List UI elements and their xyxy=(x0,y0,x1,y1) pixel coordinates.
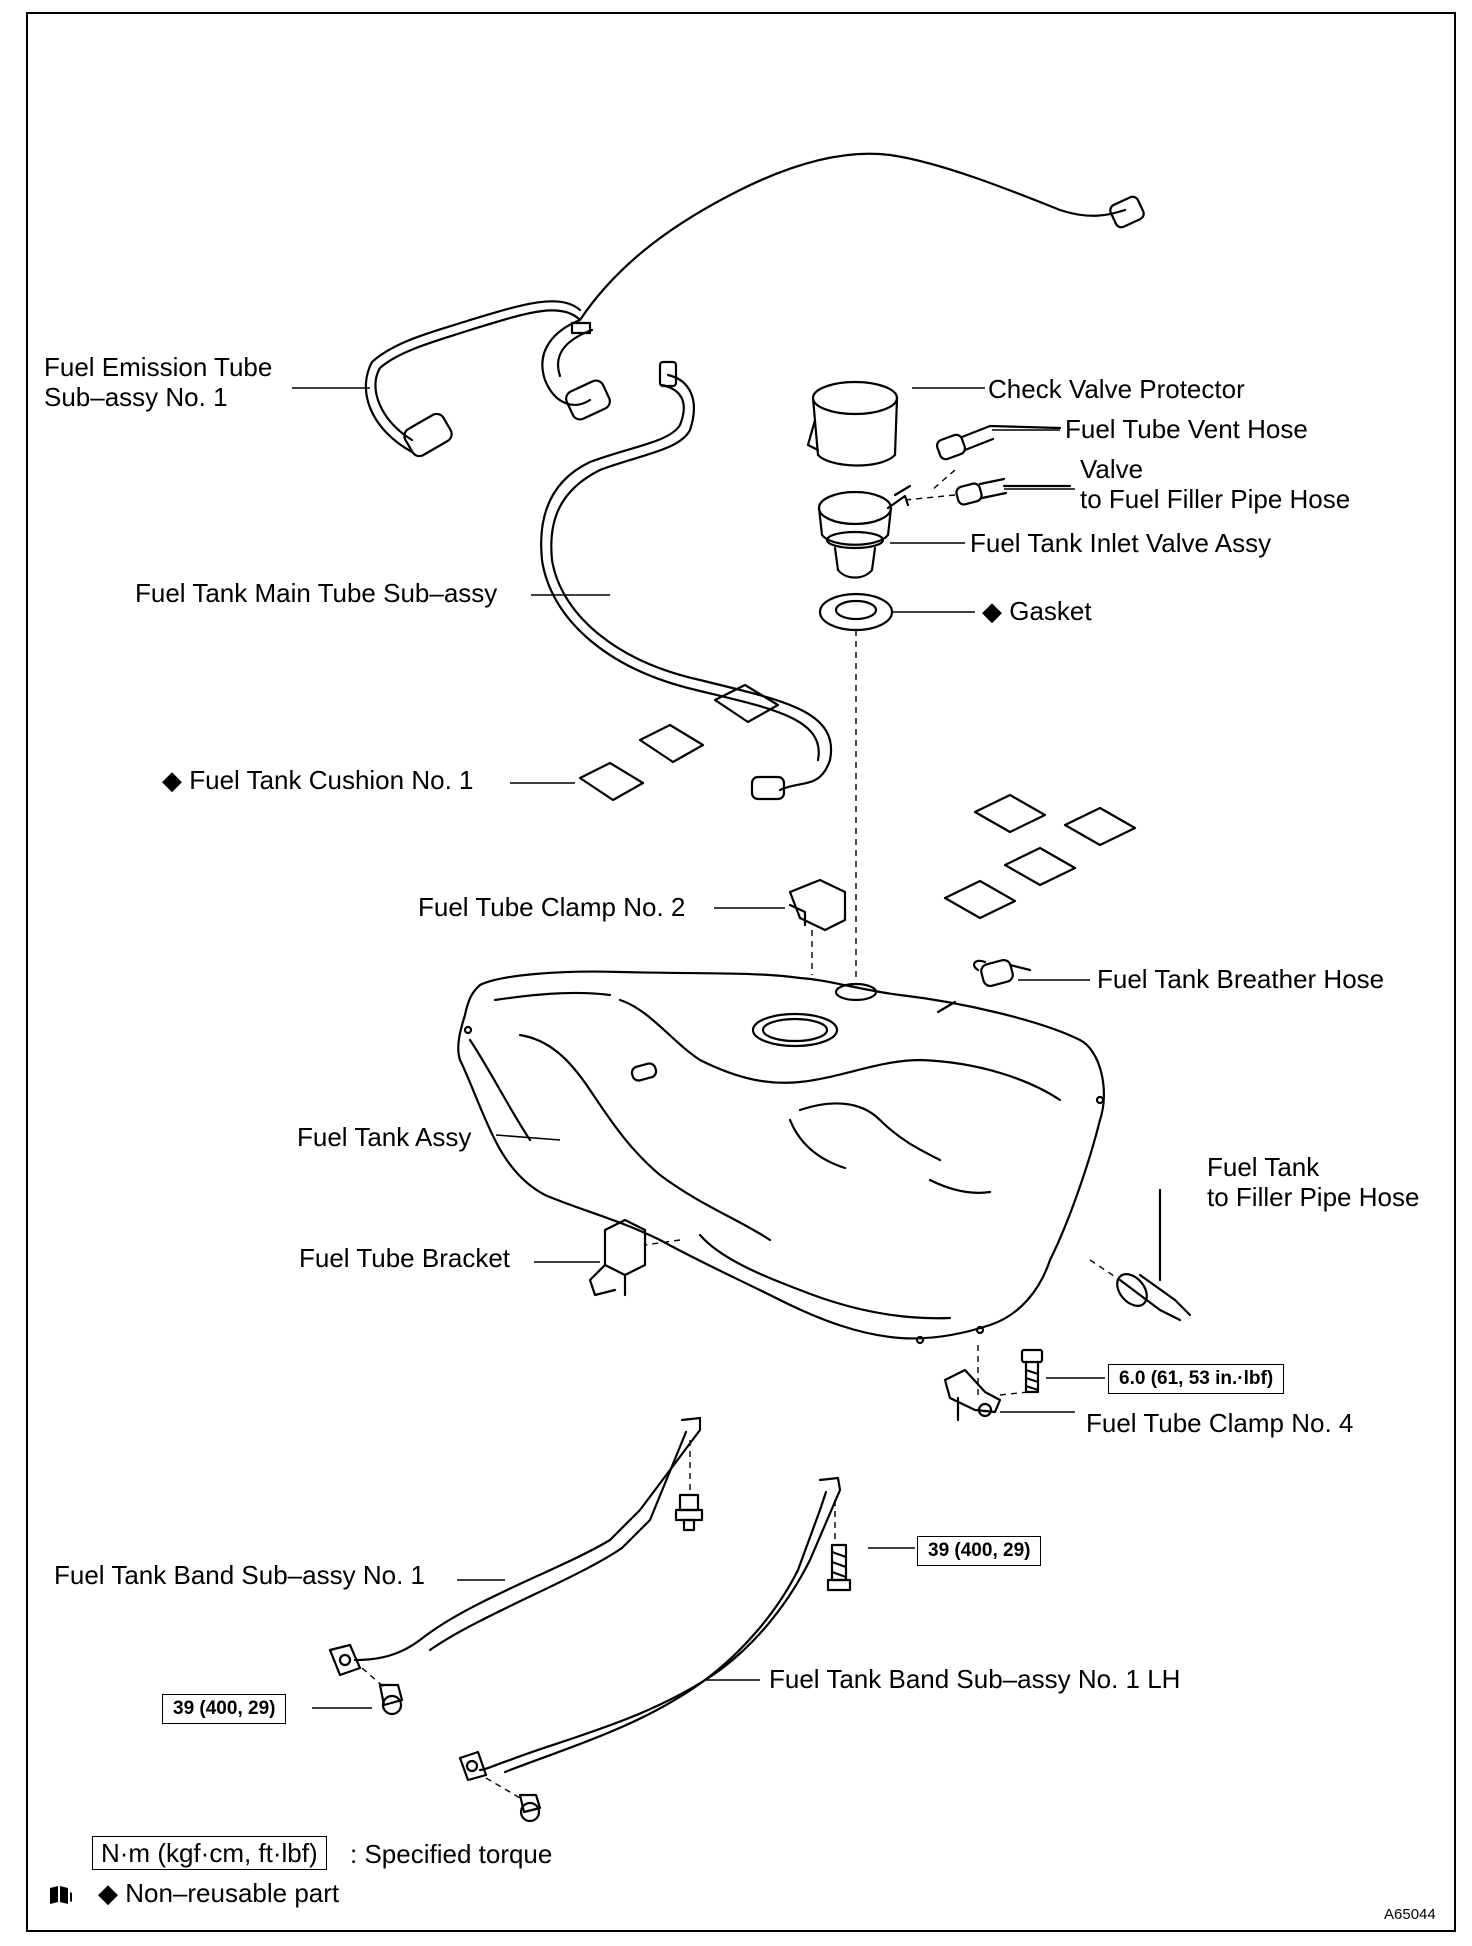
filler-hose-label-line2: to Filler Pipe Hose xyxy=(1207,1182,1420,1212)
fuel-emission-tube-drawing xyxy=(364,152,1145,458)
non-reusable-diamond-icon: ◆ xyxy=(162,765,182,795)
fuel-tank-cushions-left-drawing xyxy=(578,683,780,802)
fuel-tube-bracket-drawing xyxy=(588,1218,647,1297)
valve-to-filler-pipe-hose-label: Valve to Fuel Filler Pipe Hose xyxy=(1080,454,1350,514)
manual-book-icon xyxy=(50,1886,72,1904)
non-reusable-diamond-icon: ◆ xyxy=(982,596,1002,626)
fuel-emission-tube-label-line2: Sub–assy No. 1 xyxy=(44,382,228,412)
torque-band-bolt-right: 39 (400, 29) xyxy=(917,1536,1042,1566)
fuel-tank-main-tube-label: Fuel Tank Main Tube Sub–assy xyxy=(135,578,498,608)
legend-torque-unit: N·m (kgf·cm, ft·lbf) xyxy=(92,1836,327,1870)
legend-nonreusable-text: Non–reusable part xyxy=(125,1878,340,1908)
gasket-label: ◆ Gasket xyxy=(982,596,1092,626)
fuel-tank-main-tube-drawing xyxy=(540,360,833,801)
figure-id: A65044 xyxy=(1384,1906,1436,1923)
fuel-tank-cushion-label-text: Fuel Tank Cushion No. 1 xyxy=(189,765,474,795)
check-valve-protector-drawing xyxy=(806,380,899,467)
fuel-tank-to-filler-pipe-hose-label: Fuel Tank to Filler Pipe Hose xyxy=(1207,1152,1419,1212)
check-valve-protector-label: Check Valve Protector xyxy=(988,374,1245,404)
fuel-tank-inlet-valve-drawing xyxy=(817,484,912,579)
gasket-label-text: Gasket xyxy=(1009,596,1092,626)
fuel-tube-clamp-2-label: Fuel Tube Clamp No. 2 xyxy=(418,892,686,922)
fuel-tank-cushions-right-drawing xyxy=(943,793,1137,920)
fuel-tank-breather-hose-drawing xyxy=(972,958,1032,988)
valve-to-filler-pipe-hose-drawing xyxy=(955,477,1072,506)
valve-label-line2: to Fuel Filler Pipe Hose xyxy=(1080,484,1351,514)
fuel-emission-tube-label: Fuel Emission Tube Sub–assy No. 1 xyxy=(44,352,272,412)
fuel-emission-tube-label-line1: Fuel Emission Tube xyxy=(44,352,273,382)
fuel-tank-band-1-label: Fuel Tank Band Sub–assy No. 1 xyxy=(54,1560,425,1590)
fuel-tank-band-1-lh-label: Fuel Tank Band Sub–assy No. 1 LH xyxy=(769,1664,1181,1694)
fuel-tank-inlet-valve-label: Fuel Tank Inlet Valve Assy xyxy=(970,528,1272,558)
gasket-drawing xyxy=(818,592,894,632)
fuel-tank-band-1-lh-drawing xyxy=(458,1476,842,1782)
fuel-tube-bracket-label: Fuel Tube Bracket xyxy=(299,1243,510,1273)
fuel-tank-assy-drawing xyxy=(457,970,1105,1345)
fuel-tube-clamp-2-drawing xyxy=(788,878,847,932)
legend-nonreusable: ◆ Non–reusable part xyxy=(98,1878,339,1908)
fuel-tank-assy-label: Fuel Tank Assy xyxy=(297,1122,472,1152)
fuel-tank-breather-hose-label: Fuel Tank Breather Hose xyxy=(1097,964,1385,994)
fuel-tank-cushion-label: ◆ Fuel Tank Cushion No. 1 xyxy=(162,765,473,795)
legend-torque-text: : Specified torque xyxy=(350,1839,553,1869)
diagram-frame xyxy=(26,12,1456,1932)
non-reusable-diamond-icon: ◆ xyxy=(98,1878,118,1908)
fuel-tube-clamp-4-label: Fuel Tube Clamp No. 4 xyxy=(1086,1408,1354,1438)
fuel-tank-to-filler-pipe-hose-drawing xyxy=(1116,1188,1192,1322)
torque-band-bolt-left: 39 (400, 29) xyxy=(162,1694,287,1724)
band-bolts-drawing xyxy=(378,1493,852,1823)
fuel-tube-vent-hose-label: Fuel Tube Vent Hose xyxy=(1065,414,1308,444)
valve-label-line1: Valve xyxy=(1080,454,1144,484)
fuel-tube-clamp-4-drawing xyxy=(943,1368,1002,1422)
filler-hose-label-line1: Fuel Tank xyxy=(1207,1152,1320,1182)
fuel-tube-vent-hose-drawing xyxy=(935,424,1062,461)
fuel-tank-band-1-drawing xyxy=(328,1416,702,1677)
clamp-bolt-drawing xyxy=(1020,1348,1044,1394)
torque-clamp-bolt: 6.0 (61, 53 in.·lbf) xyxy=(1108,1364,1285,1394)
